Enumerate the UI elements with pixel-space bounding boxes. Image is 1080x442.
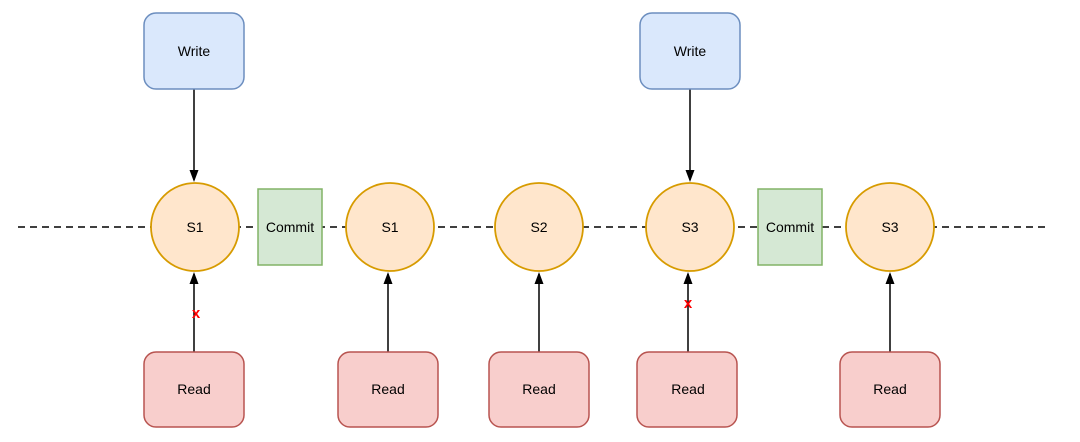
state-node-1: S1 xyxy=(150,182,240,272)
state-label-5: S3 xyxy=(881,219,898,235)
state-circle-3 xyxy=(494,182,584,272)
write-label-2: Write xyxy=(674,43,707,59)
write-node-1: Write xyxy=(143,12,245,182)
state-circle-4 xyxy=(645,182,735,272)
write-box-2 xyxy=(639,12,741,90)
state-circle-2 xyxy=(345,182,435,272)
read-node-2: Read xyxy=(337,272,439,428)
read-label-5: Read xyxy=(873,381,906,397)
read-node-3: Read xyxy=(488,272,590,428)
read-box-2 xyxy=(337,351,439,428)
commit-box-1 xyxy=(257,188,323,266)
state-circle-1 xyxy=(150,182,240,272)
commit-label-1: Commit xyxy=(266,219,314,235)
write-box-1 xyxy=(143,12,245,90)
read-label-3: Read xyxy=(522,381,555,397)
read-label-1: Read xyxy=(177,381,210,397)
commit-node-2: Commit xyxy=(757,188,823,266)
state-circle-5 xyxy=(845,182,935,272)
read-node-5: Read xyxy=(839,272,941,428)
read-node-4: Read x xyxy=(636,272,738,428)
state-node-5: S3 xyxy=(845,182,935,272)
state-node-2: S1 xyxy=(345,182,435,272)
write-label-1: Write xyxy=(178,43,211,59)
state-node-4: S3 xyxy=(645,182,735,272)
commit-label-2: Commit xyxy=(766,219,814,235)
state-label-2: S1 xyxy=(381,219,398,235)
read-box-4 xyxy=(636,351,738,428)
state-label-4: S3 xyxy=(681,219,698,235)
read-fail-x-1: x xyxy=(192,305,201,322)
state-label-1: S1 xyxy=(186,219,203,235)
read-box-3 xyxy=(488,351,590,428)
read-label-4: Read xyxy=(671,381,704,397)
read-fail-x-2: x xyxy=(684,295,693,312)
commit-node-1: Commit xyxy=(257,188,323,266)
write-node-2: Write xyxy=(639,12,741,182)
state-label-3: S2 xyxy=(530,219,547,235)
commit-box-2 xyxy=(757,188,823,266)
read-label-2: Read xyxy=(371,381,404,397)
state-node-3: S2 xyxy=(494,182,584,272)
read-node-1: Read x xyxy=(143,272,245,428)
read-box-1 xyxy=(143,351,245,428)
read-box-5 xyxy=(839,351,941,428)
